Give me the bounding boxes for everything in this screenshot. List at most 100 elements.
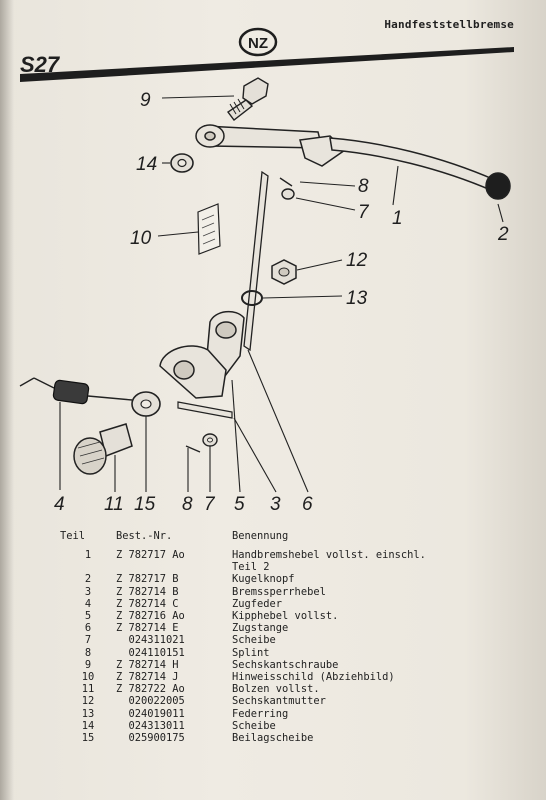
callout-12: 12 [346, 250, 368, 271]
callout-15: 15 [134, 494, 156, 515]
teil-cell: 9 [84, 658, 92, 671]
part-bolt-11 [73, 423, 133, 475]
teil-cell: 1 [84, 549, 92, 561]
callout-14: 14 [136, 154, 157, 175]
best-nr-cell: Z 782717 Ao [116, 549, 185, 561]
table-row: 10 Z 782714 J Hinweisschild (Abziehbild) [60, 671, 520, 683]
callout-2: 2 [497, 224, 509, 245]
header-rule [20, 47, 514, 82]
table-row: 6 Z 782714 E Zugstange [60, 622, 520, 634]
leader-lines [59, 95, 504, 493]
exploded-diagram: NZ [19, 27, 511, 515]
best-nr-cell: 024311021 [116, 634, 185, 647]
teil-cell: 15 [81, 732, 95, 745]
teil-cell: 3 [84, 585, 92, 598]
table-row: 4 Z 782714 C Zugfeder [60, 598, 520, 610]
nz-logo: NZ [238, 27, 278, 57]
benennung-cell: Bremssperrhebel [232, 585, 326, 598]
best-nr-cell: Z 782717 B [116, 573, 179, 586]
benennung-cell: Kipphebel vollst. [232, 610, 339, 623]
teil-cell: 14 [81, 719, 95, 732]
best-nr-cell: Z 782714 B [116, 585, 179, 598]
part-springwasher-13 [241, 290, 263, 306]
teil-cell: 4 [84, 597, 92, 610]
best-nr-cell: Z 782714 C [116, 597, 179, 610]
part-washer-7-upper [281, 188, 295, 200]
parts-table: Teil Best.-Nr. Benennung 1 Z 782717 Ao Han… [60, 530, 520, 744]
benennung-cell: Zugstange [232, 622, 289, 635]
part-washer-7-lower [202, 433, 218, 447]
header-benennung: Benennung [232, 530, 289, 542]
benennung-cell: Federring [232, 707, 289, 720]
part-spring-4 [19, 377, 133, 405]
header-best-nr: Best.-Nr. [116, 530, 173, 542]
benennung-cell: Handbremshebel vollst. einschl. [232, 549, 426, 561]
part-locklever-3 [177, 401, 233, 419]
best-nr-cell: Z 782714 J [116, 671, 179, 684]
best-nr-cell: Z 782714 E [116, 622, 179, 635]
benennung-cell: Zugfeder [232, 597, 283, 610]
teil-cell: 2 [84, 573, 92, 586]
part-washer-14 [170, 153, 194, 173]
callout-4: 4 [54, 494, 65, 515]
callout-7-upper: 7 [358, 202, 370, 223]
part-pullrod-6 [243, 170, 269, 352]
teil-cell: 5 [84, 610, 92, 623]
callout-8-upper: 8 [358, 176, 369, 197]
best-nr-cell: 024019011 [116, 707, 185, 720]
table-row: 3 Z 782714 B Bremssperrhebel [60, 586, 520, 598]
benennung-cell: Sechskantmutter [232, 695, 326, 708]
best-nr-cell: 024313011 [116, 719, 185, 732]
part-hexnut-12 [271, 259, 297, 285]
table-row: 11 Z 782722 Ao Bolzen vollst. [60, 683, 520, 695]
callout-9: 9 [140, 90, 151, 111]
callout-1: 1 [392, 208, 403, 229]
table-row: 14 024313011 Scheibe [60, 720, 520, 732]
best-nr-cell: 025900175 [116, 732, 185, 745]
teil-cell [60, 561, 116, 573]
teil-cell: 13 [81, 707, 95, 720]
part-tiltlever-5 [159, 310, 245, 399]
table-row: 2 Z 782717 B Kugelknopf [60, 573, 520, 585]
callout-8-lower: 8 [182, 494, 193, 515]
teil-cell: 11 [81, 683, 95, 696]
benennung-cell: Kugelknopf [232, 573, 295, 586]
callout-10: 10 [130, 228, 152, 249]
callout-11: 11 [104, 494, 124, 515]
parts-table-header: Teil Best.-Nr. Benennung [60, 530, 520, 549]
teil-cell: 6 [84, 622, 92, 635]
benennung-cell: Scheibe [232, 719, 276, 732]
callout-7-lower: 7 [204, 494, 216, 515]
part-splitpin-8-upper [279, 177, 293, 187]
table-row: 13 024019011 Federring [60, 708, 520, 720]
table-row: 1 Z 782717 Ao Handbremshebel vollst. einsc… [60, 549, 520, 561]
benennung-cell: Hinweisschild (Abziehbild) [232, 671, 395, 684]
teil-cell: 8 [84, 646, 92, 659]
callout-labels: 9 14 10 8 7 1 2 12 13 4 11 15 8 7 5 3 6 [54, 90, 509, 515]
best-nr-cell: 024110151 [116, 646, 185, 659]
benennung-cell: Sechskantschraube [232, 658, 339, 671]
part-handbrake-lever-1 [195, 124, 511, 200]
section-title: Handfeststellbremse [384, 18, 514, 31]
table-row: 9 Z 782714 H Sechskantschraube [60, 659, 520, 671]
logo-text: NZ [248, 35, 268, 52]
page-number: S27 [20, 52, 60, 77]
table-row: Teil 2 [60, 561, 520, 573]
best-nr-cell: 020022005 [116, 695, 185, 708]
teil-cell: 10 [81, 671, 95, 684]
callout-5: 5 [234, 494, 245, 515]
best-nr-cell: Z 782714 H [116, 658, 179, 671]
benennung-cell: Bolzen vollst. [232, 683, 320, 696]
teil-cell: 7 [84, 634, 92, 647]
book-spine-shadow [0, 0, 14, 800]
header-teil: Teil [60, 530, 86, 542]
callout-6: 6 [302, 494, 313, 515]
part-splitpin-8-lower [185, 445, 201, 453]
best-nr-cell: Z 782722 Ao [116, 683, 185, 696]
